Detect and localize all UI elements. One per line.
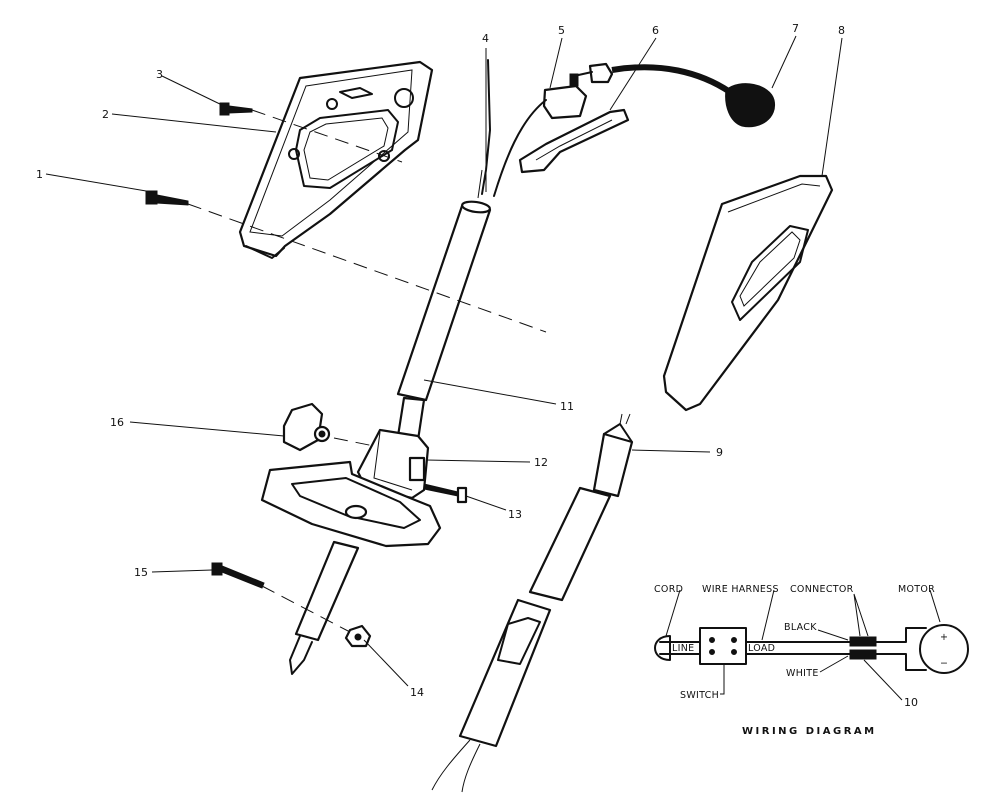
switch-5	[493, 73, 588, 197]
wiring-diagram: + − CORD WIRE HARNESS CONNECTOR MOTOR BL…	[654, 584, 969, 737]
label-load: LOAD	[748, 643, 775, 654]
nut-14	[344, 624, 372, 648]
lower-shaft-9	[431, 413, 634, 793]
cord-plug-7	[573, 62, 776, 128]
callout-12: 12	[534, 456, 548, 469]
upper-tube	[396, 59, 492, 402]
callout-4: 4	[482, 32, 489, 45]
bolt-13	[423, 483, 468, 504]
handle-half-left	[238, 60, 434, 259]
callout-15: 15	[134, 566, 148, 579]
callout-14: 14	[410, 686, 424, 699]
callout-16: 16	[110, 416, 124, 429]
handle-half-right	[662, 174, 834, 412]
switch-cover-6	[518, 108, 630, 174]
label-line: LINE	[672, 643, 694, 654]
loop-handle	[260, 460, 442, 548]
assembly-lines	[187, 109, 547, 633]
callout-1: 1	[36, 168, 43, 181]
screw-3	[219, 102, 253, 116]
label-connector: CONNECTOR	[790, 584, 854, 595]
knob-16	[282, 402, 331, 452]
callout-5: 5	[558, 24, 565, 37]
callout-2: 2	[102, 108, 109, 121]
callout-numbers: 1 2 3 4 5 6 7 8 9 10 11 12 13 14 15 16	[36, 22, 918, 709]
label-wire-harness: WIRE HARNESS	[702, 584, 779, 595]
callout-6: 6	[652, 24, 659, 37]
callout-11: 11	[560, 400, 574, 413]
lower-shaft-left	[289, 540, 360, 675]
motor-minus: −	[940, 658, 948, 669]
callout-7: 7	[792, 22, 799, 35]
cord-end	[654, 635, 671, 661]
grip-bracket-12	[356, 396, 430, 500]
switch-box	[699, 627, 747, 665]
screw-1	[145, 190, 189, 206]
connector-white	[849, 649, 877, 660]
motor-plus: +	[940, 632, 948, 643]
motor-circle	[919, 624, 969, 674]
leader-lines	[45, 35, 843, 687]
label-black: BLACK	[784, 622, 817, 633]
label-motor: MOTOR	[898, 584, 935, 595]
label-white: WHITE	[786, 668, 819, 679]
wiring-diagram-title: WIRING DIAGRAM	[742, 726, 877, 737]
label-switch: SWITCH	[680, 690, 719, 701]
label-cord: CORD	[654, 584, 683, 595]
callout-8: 8	[838, 24, 845, 37]
callout-3: 3	[156, 68, 163, 81]
callout-10: 10	[904, 696, 918, 709]
bolt-15	[211, 562, 265, 589]
callout-13: 13	[508, 508, 522, 521]
connector-black	[849, 636, 877, 647]
callout-9: 9	[716, 446, 723, 459]
